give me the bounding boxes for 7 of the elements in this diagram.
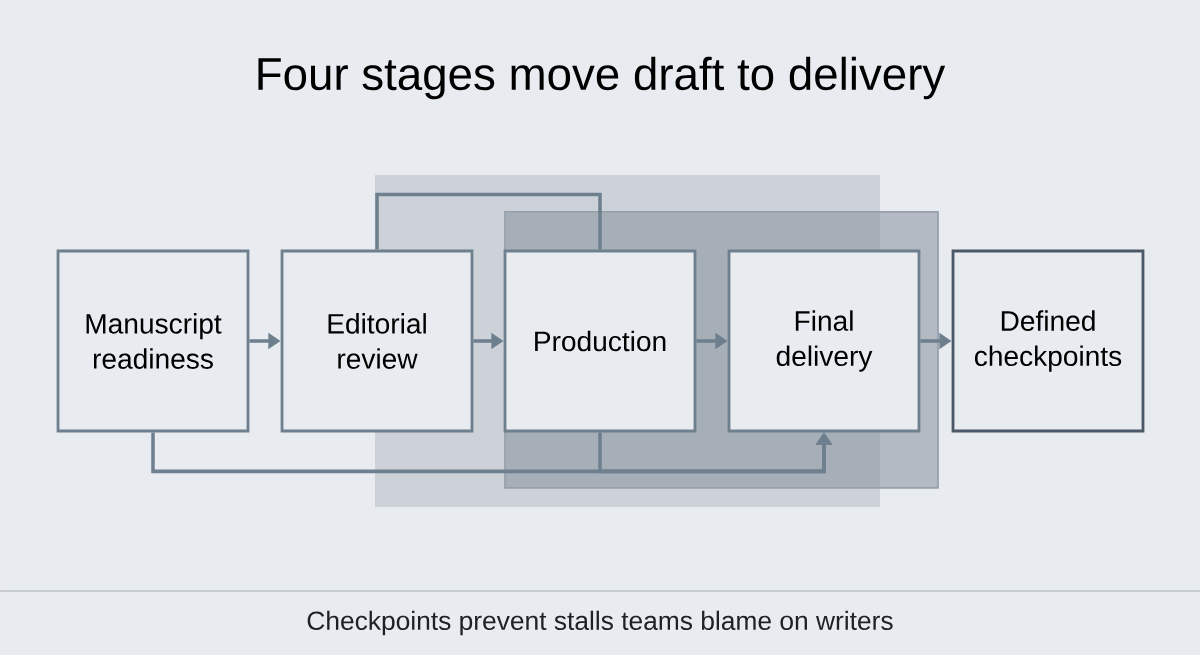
process-box: Production (503, 249, 697, 433)
process-box: Manuscript readiness (56, 249, 250, 433)
title: Four stages move draft to delivery (258, 56, 946, 100)
process-box: Defined checkpoints (951, 249, 1145, 433)
process-box: Final delivery (727, 249, 921, 433)
process-box: Editorial review (280, 249, 474, 433)
caption: Checkpoints prevent stalls teams blame on writers (307, 610, 893, 636)
